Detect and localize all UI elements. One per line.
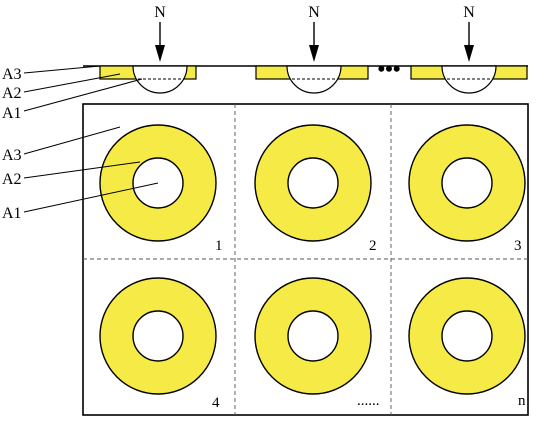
cell-label: n (518, 393, 526, 409)
top-label-a3: A3 (2, 66, 22, 83)
arrow-head-icon (464, 45, 474, 62)
indent-ring (99, 277, 217, 395)
cell-label: ...... (357, 393, 380, 409)
load-label: N (154, 4, 166, 21)
cross-section-strip: ••• N N N A3 A2 A1 (2, 4, 528, 122)
coating-segment (255, 65, 369, 94)
load-arrow: N (308, 4, 320, 62)
top-label-a1: A1 (2, 105, 22, 122)
load-label: N (308, 4, 320, 21)
cell-label: 1 (215, 238, 223, 254)
specimen-panel: 1 2 3 4 ...... n A3 A2 A1 (2, 103, 529, 416)
indent-ring (408, 124, 526, 242)
top-label-a2: A2 (2, 85, 22, 102)
indent-ring (254, 124, 372, 242)
arrow-head-icon (309, 45, 319, 62)
panel-label-a1: A1 (2, 205, 22, 222)
cell-label: 3 (514, 238, 522, 254)
cell-label: 2 (369, 238, 377, 254)
indent-cavity (286, 65, 342, 94)
cell-label: 4 (212, 395, 220, 411)
coating-segment (410, 65, 528, 94)
arrow-head-icon (155, 45, 165, 62)
panel-label-a2: A2 (2, 171, 22, 188)
indent-cavity (132, 65, 188, 94)
ellipsis-dots: ••• (377, 56, 400, 81)
load-arrow: N (154, 4, 166, 62)
indent-cavity (441, 65, 497, 94)
load-label: N (463, 4, 475, 21)
load-arrow: N (463, 4, 475, 62)
indent-ring (254, 277, 372, 395)
panel-label-a3: A3 (2, 147, 22, 164)
coating-segment (99, 65, 197, 94)
indent-ring (408, 277, 526, 395)
